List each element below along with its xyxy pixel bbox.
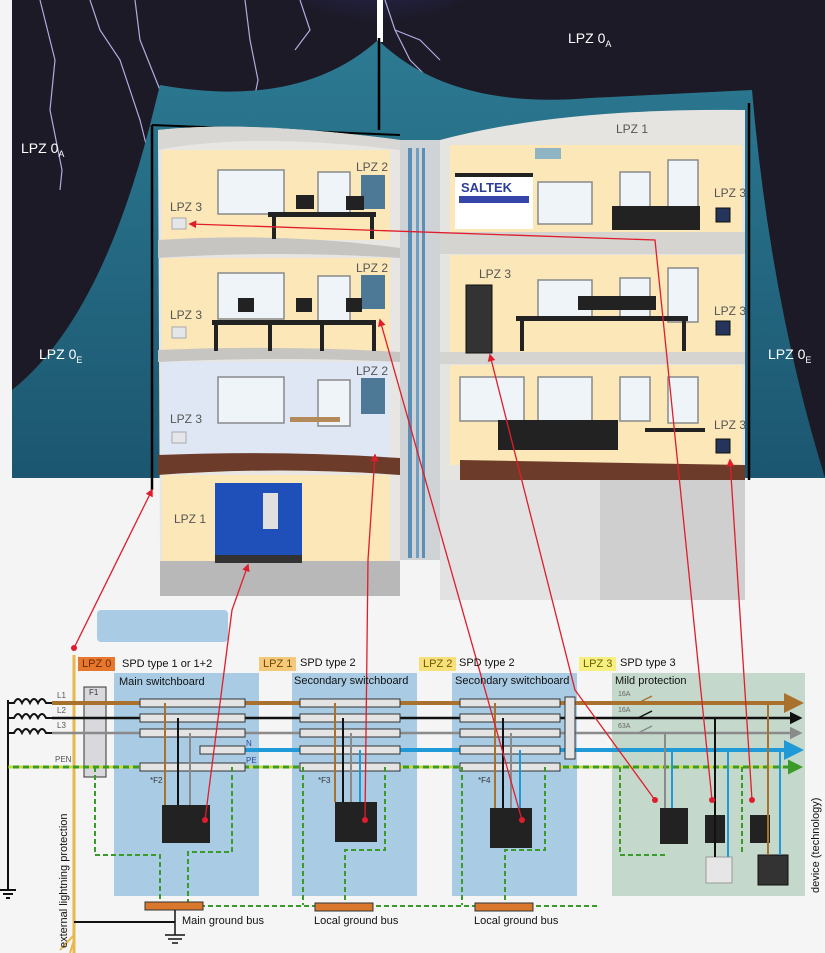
ground-bus-label-local-1: Local ground bus <box>314 915 399 927</box>
zone-label-rack: LPZ 3 <box>479 267 512 281</box>
breakers <box>637 695 653 734</box>
furniture <box>212 195 705 450</box>
zone-label-socket-right-f2: LPZ 3 <box>714 304 747 318</box>
section-spd-lpz2: SPD type 2 <box>459 657 515 669</box>
fuse-label-f2: *F2 <box>150 776 163 785</box>
lightning-entry-arrow <box>59 934 75 953</box>
spd-taps <box>164 703 781 857</box>
main-switchgear-window <box>263 493 278 529</box>
zone-label-panel-f2: LPZ 2 <box>356 261 389 275</box>
section-board-lpz3: Mild protection <box>615 675 687 687</box>
spd-type3-c <box>750 815 770 843</box>
line-label-n: N <box>246 739 252 748</box>
main-switchgear-base <box>215 555 302 563</box>
main-ground-bus <box>144 901 204 911</box>
red-pointer-arrows <box>73 220 753 821</box>
main-switchboard-area <box>114 673 259 896</box>
section-tag-lpz1: LPZ 1 <box>259 657 297 671</box>
section-tag-lpz2: LPZ 2 <box>419 657 457 671</box>
line-label-pen: PEN <box>55 755 72 764</box>
zone-label-socket-left-f2: LPZ 3 <box>170 308 203 322</box>
zone-label-panel-f3: LPZ 2 <box>356 160 389 174</box>
socket-dark-device <box>757 854 789 886</box>
zone-label-roof: LPZ 1 <box>616 122 649 136</box>
windows <box>217 159 699 427</box>
zone-label-socket-right-f3: LPZ 3 <box>714 186 747 200</box>
main-ground-symbol <box>165 910 185 944</box>
dining-table <box>290 417 340 422</box>
pe-ground-links <box>94 767 743 907</box>
sockets-dark <box>715 207 731 454</box>
spd-type2-b <box>490 808 532 848</box>
zone-label-socket-left-f3: LPZ 3 <box>170 200 203 214</box>
saltek-sign-bar <box>459 196 529 203</box>
zone-label-sky-top: LPZ 0A <box>568 30 612 49</box>
local-ground-bus-2 <box>474 902 534 912</box>
device-technology-label: device (technology) <box>810 797 822 893</box>
supply-inductors <box>0 698 52 899</box>
section-spd-lpz1: SPD type 2 <box>300 657 356 669</box>
socket-white-device <box>705 856 733 884</box>
server-rack <box>465 284 493 354</box>
fuse-label-f4: *F4 <box>478 776 491 785</box>
section-tag-lpz3: LPZ 3 <box>579 657 617 671</box>
zone-label-socket-right-f1: LPZ 3 <box>714 418 747 432</box>
zone-label-outer-right: LPZ 0E <box>768 346 812 365</box>
secondary-switchboard-1-area <box>292 673 417 896</box>
distribution-panels <box>361 175 385 414</box>
zone-label-basement: LPZ 1 <box>174 512 207 526</box>
line-label-l2: L2 <box>57 706 66 715</box>
spd-type1 <box>162 805 210 843</box>
main-switchgear-cabinet <box>215 483 302 555</box>
local-ground-bus-1 <box>314 902 374 912</box>
section-board-lpz0: Main switchboard <box>119 676 205 688</box>
line-label-l3: L3 <box>57 721 66 730</box>
building-shaft <box>400 140 440 560</box>
zone-label-outer-left: LPZ 0E <box>39 346 83 365</box>
spd-devices <box>162 802 789 886</box>
ground-bus-label-local-2: Local ground bus <box>474 915 559 927</box>
ground-bus-label-main: Main ground bus <box>182 915 264 927</box>
lightning-strike <box>377 0 383 42</box>
section-spd-lpz0: SPD type 1 or 1+2 <box>122 658 213 670</box>
secondary-switchboard-2-area <box>452 673 577 896</box>
zone-label-socket-left-f1: LPZ 3 <box>170 412 203 426</box>
external-lightning-protection-label: external lightning protection <box>58 813 70 948</box>
line-label-l1: L1 <box>57 691 66 700</box>
zone-label-panel-f1: LPZ 2 <box>356 364 389 378</box>
breaker-rating-1: 16A <box>618 691 631 698</box>
section-spd-lpz3: SPD type 3 <box>620 657 676 669</box>
breaker-rating-2: 16A <box>618 707 631 714</box>
ac-unit <box>535 148 561 159</box>
spd-type2-a <box>335 802 377 842</box>
fuse-label-f3: *F3 <box>318 776 331 785</box>
breaker-rating-3: 63A <box>618 723 631 730</box>
line-label-pe: PE <box>246 756 257 765</box>
section-board-lpz1: Secondary switchboard <box>294 675 409 687</box>
sockets-white <box>171 217 187 444</box>
blank-label-box <box>97 610 228 642</box>
saltek-sign: SALTEK <box>455 173 533 229</box>
zone-label-sky-left: LPZ 0A <box>21 140 65 159</box>
saltek-brand-text: SALTEK <box>461 180 513 195</box>
spd-type3-a <box>660 808 688 844</box>
red-pointer-dots <box>71 645 755 823</box>
section-tag-lpz0: LPZ 0 <box>78 657 116 671</box>
fuse-label-f1: F1 <box>89 688 99 697</box>
section-board-lpz2: Secondary switchboard <box>455 675 570 687</box>
